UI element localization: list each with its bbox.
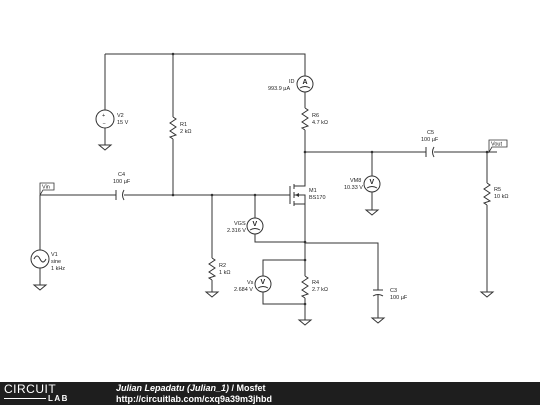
r4-value: 2.7 kΩ — [312, 287, 328, 293]
r6-name: R6 — [312, 113, 319, 119]
logo-circuit-line — [4, 398, 46, 399]
v1-name: V1 — [51, 252, 58, 258]
vgs-voltmeter[interactable]: V VGS 2.316 V — [227, 217, 264, 235]
author-link[interactable]: Julian Lepadatu (Julian_1) — [116, 383, 230, 393]
r1-resistor[interactable]: R1 2 kΩ — [168, 116, 191, 140]
r4-name: R4 — [312, 280, 319, 286]
svg-text:+: + — [102, 113, 105, 119]
voltmeter-letter: V — [261, 279, 266, 286]
c5-value: 100 µF — [421, 137, 439, 143]
r4-resistor[interactable]: R4 2.7 kΩ — [300, 275, 328, 299]
circuit-url-link[interactable]: http://circuitlab.com/cxq9a39m3jhbd — [116, 394, 273, 404]
c3-name: C3 — [390, 288, 397, 294]
v2-dc-source[interactable]: + − V2 15 V — [95, 109, 129, 129]
r6-resistor[interactable]: R6 4.7 kΩ — [300, 107, 328, 131]
logo-bottom-text: LAB — [48, 394, 69, 403]
logo-top-text: CIRCUIT — [4, 382, 57, 396]
id-probe-name: ID — [289, 79, 295, 85]
ground-symbols — [32, 144, 495, 326]
r2-value: 1 kΩ — [219, 270, 230, 276]
r5-name: R5 — [494, 187, 501, 193]
r5-value: 10 kΩ — [494, 194, 509, 200]
id-ammeter[interactable]: A ID 993.9 µA — [268, 75, 314, 93]
c3-value: 100 µF — [390, 295, 408, 301]
vs-voltmeter[interactable]: V Vs 2.684 V — [234, 275, 272, 293]
r2-name: R2 — [219, 263, 226, 269]
r6-value: 4.7 kΩ — [312, 120, 328, 126]
vgs-probe-name: VGS — [234, 221, 246, 227]
r1-name: R1 — [180, 122, 187, 128]
ammeter-letter: A — [303, 79, 308, 86]
c3-capacitor[interactable]: C3 100 µF — [372, 288, 408, 301]
v2-name: V2 — [117, 113, 124, 119]
c5-capacitor[interactable]: C5 100 µF — [421, 130, 439, 158]
vm8-probe-name: VM8 — [350, 178, 361, 184]
r5-resistor[interactable]: R5 10 kΩ — [482, 182, 509, 206]
svg-text:−: − — [103, 121, 106, 127]
c5-name: C5 — [427, 130, 434, 136]
circuit-schematic: + − V2 15 V V1 sine 1 kHz R1 2 kΩ R6 4.7… — [30, 52, 509, 326]
vout-label: Vout — [491, 142, 502, 148]
junction-dots — [171, 52, 489, 306]
title-separator: / — [229, 383, 237, 393]
circuit-name: Mosfet — [236, 383, 266, 393]
voltmeter-letter: V — [253, 221, 258, 228]
v1-sine-source[interactable]: V1 sine 1 kHz — [30, 249, 65, 272]
c4-capacitor[interactable]: C4 100 µF — [113, 172, 131, 201]
vout-net-label[interactable]: Vout — [488, 139, 508, 154]
v2-value: 15 V — [117, 120, 129, 126]
footer-bar: CIRCUIT LAB Julian Lepadatu (Julian_1) /… — [0, 382, 540, 405]
m1-model: BS170 — [309, 195, 326, 201]
m1-name: M1 — [309, 188, 317, 194]
v1-freq: 1 kHz — [51, 266, 65, 272]
v1-type: sine — [51, 259, 61, 265]
vs-probe-name: Vs — [247, 280, 254, 286]
wires — [39, 53, 497, 320]
r1-value: 2 kΩ — [180, 129, 191, 135]
vin-label: Vin — [42, 185, 50, 191]
voltmeter-letter: V — [370, 179, 375, 186]
circuit-title: Julian Lepadatu (Julian_1) / Mosfet — [116, 383, 266, 393]
vin-net-label[interactable]: Vin — [39, 182, 55, 197]
c4-value: 100 µF — [113, 179, 131, 185]
m1-mosfet[interactable]: M1 BS170 — [289, 180, 326, 210]
vs-probe-reading: 2.684 V — [234, 287, 253, 293]
circuitlab-logo[interactable]: CIRCUIT LAB — [4, 382, 96, 403]
vm8-probe-reading: 10.33 V — [344, 185, 363, 191]
vm8-voltmeter[interactable]: V VM8 10.33 V — [344, 175, 381, 193]
r2-resistor[interactable]: R2 1 kΩ — [207, 257, 230, 281]
c4-name: C4 — [118, 172, 125, 178]
vgs-probe-reading: 2.316 V — [227, 228, 246, 234]
id-probe-reading: 993.9 µA — [268, 86, 290, 92]
